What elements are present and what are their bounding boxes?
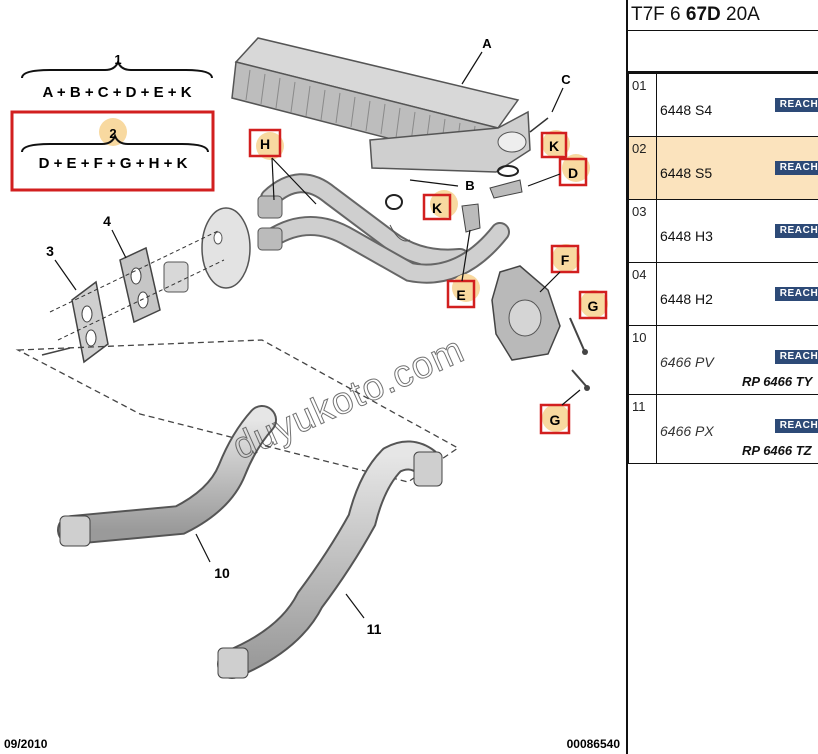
header-suffix: 20A bbox=[720, 4, 760, 25]
rp-reference[interactable]: RP 6466 TY bbox=[742, 374, 813, 389]
marker-e[interactable]: E bbox=[446, 229, 480, 309]
formula-1: A + B + C + D + E + K bbox=[42, 84, 191, 101]
callout-4[interactable]: 4 bbox=[103, 213, 111, 229]
flange-4[interactable] bbox=[119, 246, 161, 324]
callout-2[interactable]: 2 bbox=[109, 126, 116, 141]
hose-11[interactable] bbox=[217, 440, 443, 679]
svg-text:K: K bbox=[432, 200, 442, 216]
table-row[interactable]: 04 6448 H2 REACH bbox=[628, 262, 818, 326]
parts-panel: T7F 6 67D 20A 01 6448 S4 REACH 02 6448 S… bbox=[628, 0, 818, 754]
row-index: 04 bbox=[628, 262, 657, 326]
svg-text:F: F bbox=[561, 252, 570, 268]
row-index: 11 bbox=[628, 394, 657, 464]
formula-2: D + E + F + G + H + K bbox=[39, 155, 188, 172]
panel-header: T7F 6 67D 20A bbox=[628, 0, 818, 31]
part-reference[interactable]: 6448 H3 bbox=[660, 228, 713, 244]
svg-text:H: H bbox=[260, 136, 270, 152]
callout-b[interactable]: B bbox=[465, 178, 474, 193]
marker-d[interactable]: D bbox=[527, 154, 590, 187]
row-body[interactable]: 6448 S4 REACH bbox=[656, 73, 818, 137]
row-index: 02 bbox=[628, 136, 657, 200]
gasket-3[interactable] bbox=[71, 280, 109, 364]
row-body[interactable]: 6466 PX REACH RP 6466 TZ bbox=[656, 394, 818, 464]
part-reference[interactable]: 6448 S4 bbox=[660, 102, 713, 118]
panel-blank-row bbox=[628, 31, 818, 73]
formula-group-1: 1 A + B + C + D + E + K bbox=[21, 52, 213, 101]
callout-c[interactable]: C bbox=[561, 72, 571, 87]
part-reference[interactable]: 6466 PV bbox=[660, 354, 714, 370]
reach-badge[interactable]: REACH bbox=[775, 287, 818, 301]
screws-g[interactable] bbox=[569, 317, 590, 391]
coupling[interactable] bbox=[163, 261, 189, 293]
seal-ring[interactable] bbox=[385, 194, 403, 210]
panel-divider bbox=[626, 0, 628, 754]
row-body[interactable]: 6448 H2 REACH bbox=[656, 262, 818, 326]
svg-text:E: E bbox=[456, 287, 465, 303]
reach-badge[interactable]: REACH bbox=[775, 350, 818, 364]
table-row[interactable]: 03 6448 H3 REACH bbox=[628, 199, 818, 263]
reach-badge[interactable]: REACH bbox=[775, 161, 818, 175]
row-body[interactable]: 6466 PV REACH RP 6466 TY bbox=[656, 325, 818, 395]
svg-text:D: D bbox=[568, 165, 578, 181]
header-prefix: T7F 6 bbox=[631, 4, 686, 25]
heater-hoses-h[interactable] bbox=[257, 173, 510, 284]
heater-matrix[interactable] bbox=[231, 37, 549, 173]
row-index: 03 bbox=[628, 199, 657, 263]
part-reference[interactable]: 6448 S5 bbox=[660, 165, 713, 181]
marker-k-left[interactable]: K bbox=[422, 190, 458, 221]
date-label: 09/2010 bbox=[4, 737, 48, 751]
marker-g-lower[interactable]: G bbox=[539, 389, 581, 435]
callout-a[interactable]: A bbox=[482, 36, 492, 51]
marker-f[interactable]: F bbox=[539, 244, 580, 293]
row-index: 01 bbox=[628, 73, 657, 137]
row-body[interactable]: 6448 H3 REACH bbox=[656, 199, 818, 263]
rp-reference[interactable]: RP 6466 TZ bbox=[742, 443, 812, 458]
svg-text:G: G bbox=[588, 298, 599, 314]
cover-plate[interactable] bbox=[201, 207, 251, 289]
hose-10[interactable] bbox=[57, 405, 277, 547]
part-reference[interactable]: 6448 H2 bbox=[660, 291, 713, 307]
exploded-parts-diagram: 1 A + B + C + D + E + K 2 D + E + F + G … bbox=[4, 36, 621, 751]
marker-k-right[interactable]: K bbox=[540, 130, 570, 159]
reach-badge[interactable]: REACH bbox=[775, 224, 818, 238]
callout-11[interactable]: 11 bbox=[367, 621, 382, 637]
watermark: duyukoto.com bbox=[227, 329, 471, 468]
reach-badge[interactable]: REACH bbox=[775, 98, 818, 112]
header-bold: 67D bbox=[685, 4, 721, 25]
table-row[interactable]: 01 6448 S4 REACH bbox=[628, 73, 818, 137]
parts-table: 01 6448 S4 REACH 02 6448 S5 REACH 03 644… bbox=[628, 73, 818, 464]
svg-text:G: G bbox=[550, 412, 561, 428]
selection-box[interactable] bbox=[10, 110, 215, 192]
svg-text:K: K bbox=[549, 138, 559, 154]
table-row-selected[interactable]: 02 6448 S5 REACH bbox=[628, 136, 818, 200]
row-index: 10 bbox=[628, 325, 657, 395]
pump-housing[interactable] bbox=[491, 265, 561, 361]
reach-badge[interactable]: REACH bbox=[775, 419, 818, 433]
marker-g-upper[interactable]: G bbox=[578, 290, 608, 320]
callout-10[interactable]: 10 bbox=[214, 565, 230, 581]
document-number: 00086540 bbox=[567, 737, 621, 751]
clip-connector[interactable] bbox=[461, 165, 523, 233]
marker-circle bbox=[99, 118, 127, 146]
projection-box bbox=[15, 339, 460, 483]
table-row[interactable]: 10 6466 PV REACH RP 6466 TY bbox=[628, 325, 818, 395]
part-reference[interactable]: 6466 PX bbox=[660, 423, 714, 439]
marker-h[interactable]: H bbox=[248, 128, 317, 205]
table-row[interactable]: 11 6466 PX REACH RP 6466 TZ bbox=[628, 394, 818, 464]
callout-1[interactable]: 1 bbox=[114, 52, 121, 67]
callout-3[interactable]: 3 bbox=[46, 243, 54, 259]
row-body[interactable]: 6448 S5 REACH bbox=[656, 136, 818, 200]
formula-group-2: 2 D + E + F + G + H + K bbox=[10, 110, 215, 192]
